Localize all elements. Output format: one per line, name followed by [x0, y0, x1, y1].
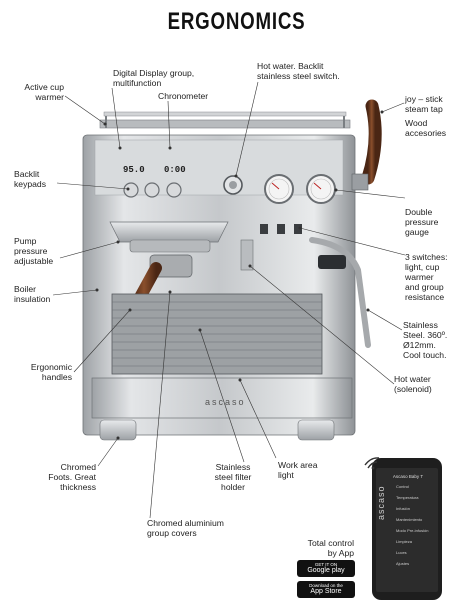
label-filter-holder: Stainless steel filter holder [214, 462, 252, 492]
svg-text:Limpieza: Limpieza [396, 539, 413, 544]
svg-text:Control: Control [396, 484, 409, 489]
label-backlit-keypads: Backlit keypads [14, 169, 47, 189]
label-work-area-light: Work area light [278, 460, 318, 480]
svg-text:Ajustes: Ajustes [396, 561, 409, 566]
label-total-control: Total control by App [307, 538, 354, 558]
label-active-cup-warmer: Active cup warmer [24, 82, 64, 102]
cup-warmer-rail [99, 111, 351, 129]
machine-body: 95.0 0:00 [82, 99, 382, 441]
label-joy-stick: joy – stick steam tap [405, 94, 443, 114]
label-stainless-steel: Stainless Steel. 360º. Ø12mm. Cool touch… [403, 320, 448, 360]
label-pump-pressure: Pump pressure adjustable [14, 236, 54, 266]
label-hot-water-solenoid: Hot water (solenoid) [394, 374, 432, 394]
label-three-switches: 3 switches: light, cup warmer and group … [405, 252, 448, 302]
label-hot-water-switch: Hot water. Backlit stainless steel switc… [257, 61, 340, 81]
svg-text:Infusión: Infusión [396, 506, 410, 511]
display-timer: 0:00 [164, 165, 186, 175]
label-chronometer: Chronometer [158, 91, 209, 101]
svg-text:Luces: Luces [396, 550, 407, 555]
phone-app-mockup: Ascaso Baby T ascaso Control Temperatura… [364, 457, 442, 600]
label-digital-display: Digital Display group, multifunction [113, 68, 195, 88]
page-title: ERGONOMICS [167, 8, 306, 35]
display-temperature: 95.0 [123, 165, 145, 175]
label-group-covers: Chromed aluminium group covers [147, 518, 224, 538]
label-boiler-insulation: Boiler insulation [14, 284, 51, 304]
svg-text:Temperatura: Temperatura [396, 495, 419, 500]
label-chromed-foots: Chromed Foots. Great thickness [48, 462, 96, 492]
svg-text:Mantenimiento: Mantenimiento [396, 517, 423, 522]
label-double-pressure-gauge: Double pressure gauge [405, 207, 439, 237]
svg-text:Modo Pre-infusión: Modo Pre-infusión [396, 528, 428, 533]
leader-lines [52, 81, 406, 519]
svg-text:ascaso: ascaso [376, 485, 386, 520]
svg-text:Ascaso Baby T: Ascaso Baby T [393, 474, 423, 479]
label-ergonomic-handles: Ergonomic handles [30, 362, 72, 382]
label-wood-accessories: Wood accesories [405, 118, 447, 138]
